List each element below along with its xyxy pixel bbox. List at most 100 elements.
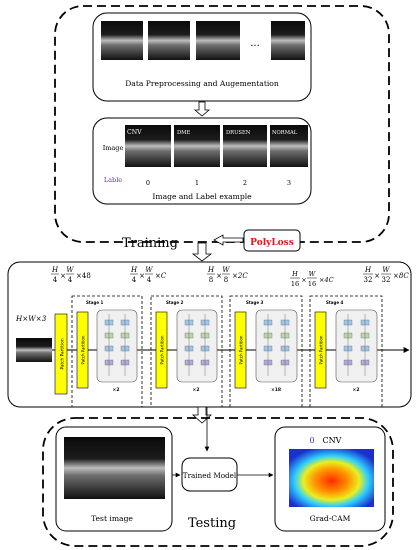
stage-2: Stage 2 Patch Partition ×2 <box>150 295 223 408</box>
class-name-normal: NORMAL <box>272 130 298 136</box>
svg-text:4: 4 <box>132 276 137 284</box>
svg-text:8: 8 <box>224 276 228 284</box>
stage-repeat: ×18 <box>271 387 281 393</box>
patch-partition-3-label: Patch Partition <box>238 335 243 364</box>
patch-partition-2 <box>155 311 168 389</box>
svg-text:W: W <box>66 266 74 274</box>
dim-label-2: H 8 × W 8 ×2C <box>207 266 248 284</box>
stage-name: Stage 1 <box>86 300 103 305</box>
dim-label-3: H 16 × W 16 ×4C <box>290 270 334 288</box>
stage-repeat: ×2 <box>113 387 120 393</box>
class-index-drusen: 2 <box>243 179 247 187</box>
stage-4: Stage 4 Patch Partition ×2 <box>309 295 383 408</box>
svg-text:×2C: ×2C <box>232 272 248 280</box>
class-name-cnv: CNV <box>127 129 142 136</box>
svg-text:16: 16 <box>308 280 316 288</box>
polyloss-box <box>243 229 301 252</box>
stage-frame <box>229 295 303 408</box>
test-image-caption: Test image <box>91 514 133 523</box>
svg-text:×: × <box>139 272 145 280</box>
class-image-cnv <box>125 125 171 167</box>
class-name-dme: DME <box>177 130 190 136</box>
test-image <box>64 437 165 499</box>
svg-text:×C: ×C <box>155 272 167 280</box>
class-image-normal <box>270 125 308 167</box>
transformer-block <box>96 309 138 383</box>
transformer-block <box>335 309 378 383</box>
dim-label-0: H 4 × W 4 ×48 <box>51 266 91 284</box>
svg-text:32: 32 <box>382 276 391 284</box>
input-image <box>16 338 52 362</box>
svg-text:W: W <box>382 266 390 274</box>
svg-text:×: × <box>60 272 66 280</box>
class-index-cnv: 0 <box>146 179 150 187</box>
ellipsis: ... <box>250 38 260 49</box>
svg-text:4: 4 <box>68 276 73 284</box>
stage-1: Stage 1 Patch Partition ×2 <box>71 295 143 408</box>
svg-text:H: H <box>130 266 138 274</box>
patch-partition-2-label: Patch Partition <box>159 335 164 364</box>
svg-text:×: × <box>301 276 306 284</box>
example-caption: Image and Label example <box>152 192 252 201</box>
patch-partition-3 <box>234 311 247 389</box>
stage-repeat: ×2 <box>193 387 200 393</box>
svg-text:8: 8 <box>209 276 213 284</box>
patch-partition-1-label: Patch Partition <box>80 335 85 364</box>
trained-model-label: Trained Model <box>183 471 237 480</box>
gradcam-caption: Grad-CAM <box>310 514 351 523</box>
stage-name: Stage 2 <box>166 300 183 305</box>
testing-section-frame <box>42 417 394 547</box>
svg-text:H: H <box>364 266 372 274</box>
training-label: Training <box>122 236 178 251</box>
image-row-label: Image <box>103 144 124 152</box>
svg-text:×4C: ×4C <box>319 276 334 284</box>
oct-thumbnail <box>101 21 143 60</box>
dim-label-1: H 4 × W 4 ×C <box>130 266 167 284</box>
stage-frame <box>71 295 143 408</box>
class-name-drusen: DRUSEN <box>226 130 251 136</box>
patch-partition-4-label: Patch Partition <box>318 335 323 364</box>
patch-partition-4 <box>314 311 327 389</box>
transformer-block <box>255 309 298 383</box>
stage-name: Stage 4 <box>326 300 343 305</box>
testing-label: Testing <box>188 516 236 531</box>
stage-3: Stage 3 Patch Partition ×18 <box>229 295 303 408</box>
class-index-dme: 1 <box>195 179 199 187</box>
patch-partition-0-label: Patch Partition <box>60 338 66 369</box>
svg-text:×: × <box>216 272 222 280</box>
oct-thumbnail <box>271 21 305 60</box>
oct-thumbnail <box>196 21 240 60</box>
label-row-label: Lable <box>104 176 122 184</box>
testing-down-arrow <box>191 406 213 424</box>
oct-thumbnail <box>148 21 190 60</box>
stage-frame <box>309 295 383 408</box>
svg-text:W: W <box>222 266 230 274</box>
svg-text:16: 16 <box>291 280 299 288</box>
svg-text:×48: ×48 <box>76 272 91 280</box>
svg-text:W: W <box>145 266 153 274</box>
svg-text:×8C: ×8C <box>393 272 409 280</box>
class-index-normal: 3 <box>287 179 291 187</box>
svg-text:W: W <box>309 270 317 278</box>
svg-text:4: 4 <box>147 276 152 284</box>
polyloss-arrow <box>213 234 244 246</box>
svg-text:H: H <box>51 266 59 274</box>
patch-partition-1 <box>76 311 89 389</box>
input-dim-label: H×W×3 <box>15 314 47 323</box>
dim-label-4: H 32 × W 32 ×8C <box>363 266 409 284</box>
svg-text:H: H <box>291 270 298 278</box>
svg-text:4: 4 <box>53 276 58 284</box>
oct-thumbnails <box>101 21 305 60</box>
preprocessing-label: Data Preprocessing and Augementation <box>125 79 279 88</box>
svg-text:32: 32 <box>364 276 373 284</box>
stage-frame <box>150 295 223 408</box>
gradcam-class-index: 0 <box>309 436 314 445</box>
stage-repeat: ×2 <box>353 387 360 393</box>
polyloss-label: PolyLoss <box>250 238 294 248</box>
stage-name: Stage 3 <box>246 300 263 305</box>
class-image-drusen <box>223 125 267 167</box>
gradcam-class-name: CNV <box>323 436 342 445</box>
class-image-dme <box>174 125 220 167</box>
data-section-frame <box>54 5 390 243</box>
